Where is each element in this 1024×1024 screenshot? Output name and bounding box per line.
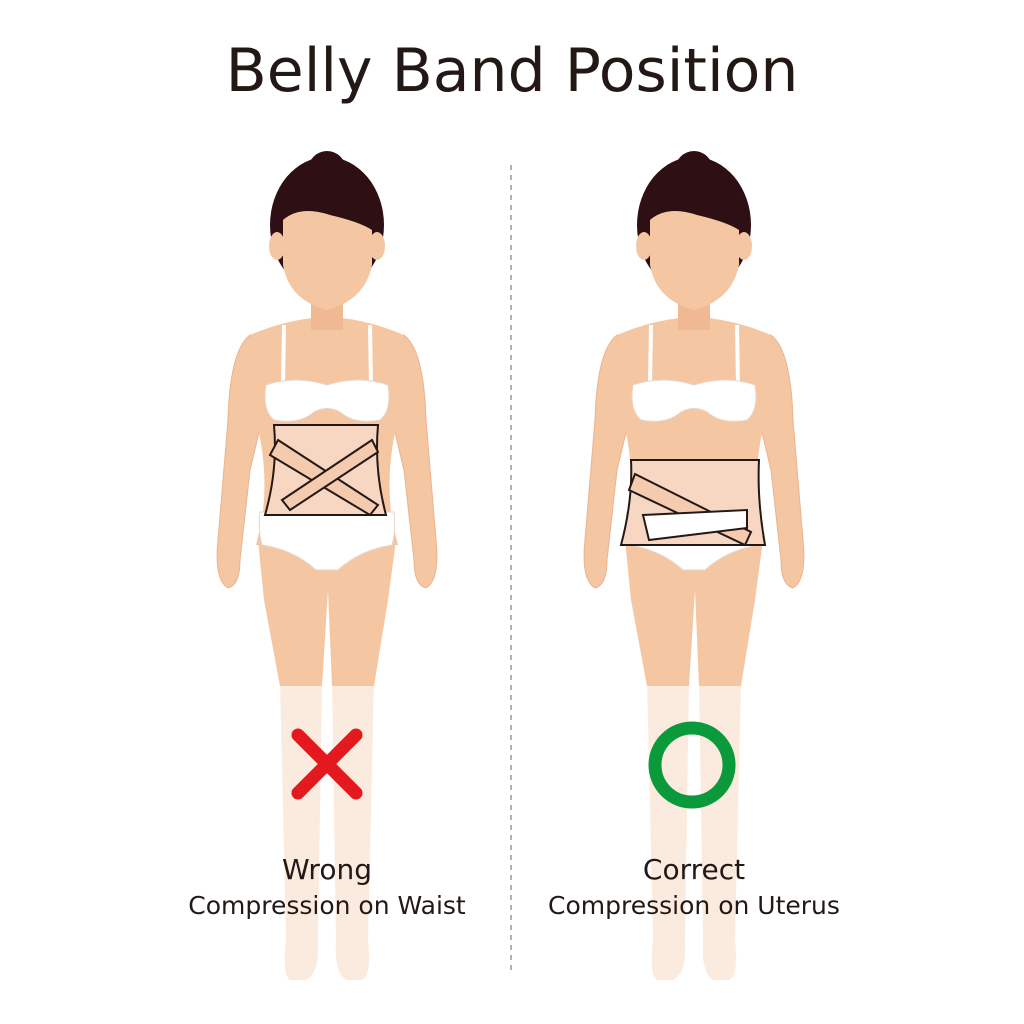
circle-icon: [648, 721, 736, 809]
verdict-label: Correct: [642, 853, 746, 886]
figure-correct: [582, 149, 806, 982]
description-label: Compression on Uterus: [548, 891, 840, 920]
cross-icon: [291, 728, 363, 800]
caption-correct: Correct Compression on Uterus: [494, 852, 894, 924]
figure-wrong: [215, 149, 439, 982]
belly-band-at-waist: [263, 424, 388, 517]
caption-wrong: Wrong Compression on Waist: [127, 852, 527, 924]
page-title: Belly Band Position: [225, 36, 799, 106]
verdict-label: Wrong: [282, 853, 372, 886]
belly-band-at-uterus: [619, 459, 767, 547]
description-label: Compression on Waist: [188, 891, 466, 920]
